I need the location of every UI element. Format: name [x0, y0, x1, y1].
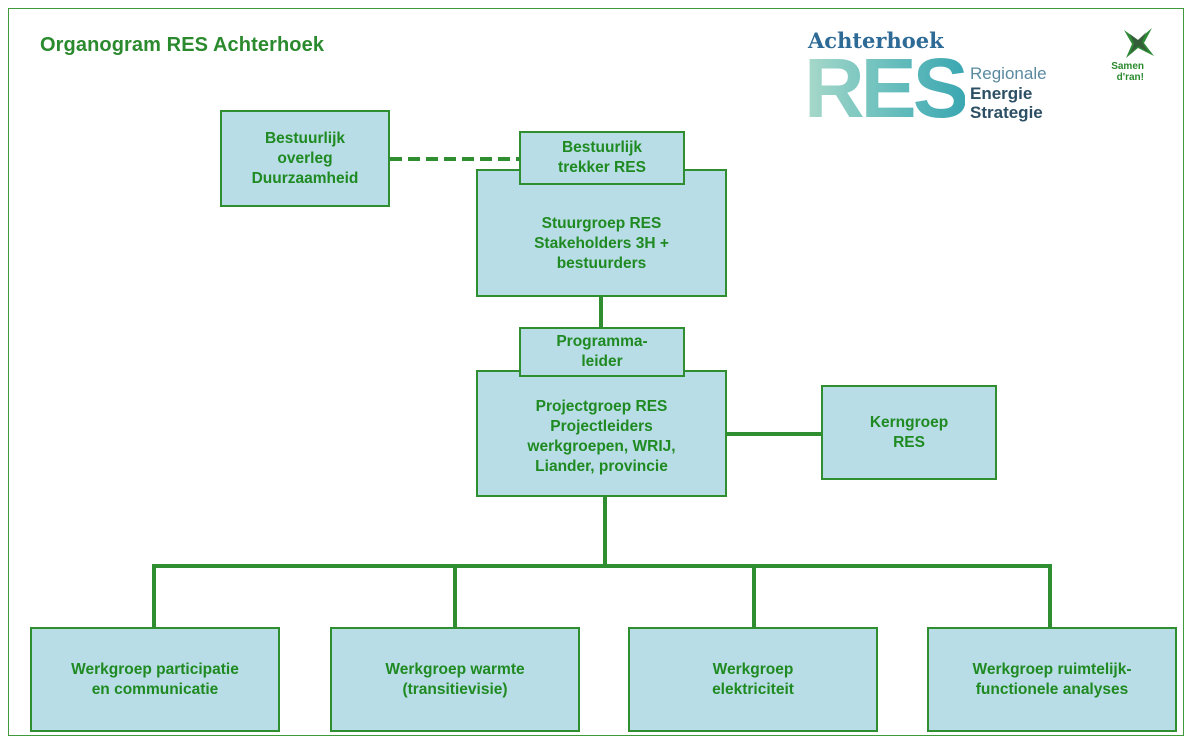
node-projectgroep: Projectgroep RES Projectleiders werkgroe… — [476, 370, 727, 497]
node-werkgroep-ruimtelijk: Werkgroep ruimtelijk- functionele analys… — [927, 627, 1177, 732]
node-werkgroep-participatie: Werkgroep participatie en communicatie — [30, 627, 280, 732]
samen-dran-logo-icon — [1124, 28, 1154, 58]
diagram-title: Organogram RES Achterhoek — [40, 34, 325, 56]
node-werkgroep-elektriciteit: Werkgroep elektriciteit — [628, 627, 878, 732]
logo-acronym: RES — [804, 41, 969, 135]
node-programmaleider: Programma- leider — [519, 327, 685, 377]
logo-line-energie: Energie — [970, 84, 1033, 103]
logo-region-text: Achterhoek — [808, 28, 944, 53]
node-kerngroep: Kerngroep RES — [821, 385, 997, 480]
node-bestuurlijk-overleg: Bestuurlijk overleg Duurzaamheid — [220, 110, 390, 207]
logo-line-strategie: Strategie — [970, 103, 1043, 122]
samen-dran-slogan: Samen d'ran! — [1111, 61, 1144, 83]
node-bestuurlijk-trekker: Bestuurlijk trekker RES — [519, 131, 685, 185]
node-werkgroep-warmte: Werkgroep warmte (transitievisie) — [330, 627, 580, 732]
logo-line-regionale: Regionale — [970, 64, 1047, 83]
node-stuurgroep: Stuurgroep RES Stakeholders 3H + bestuur… — [476, 169, 727, 297]
